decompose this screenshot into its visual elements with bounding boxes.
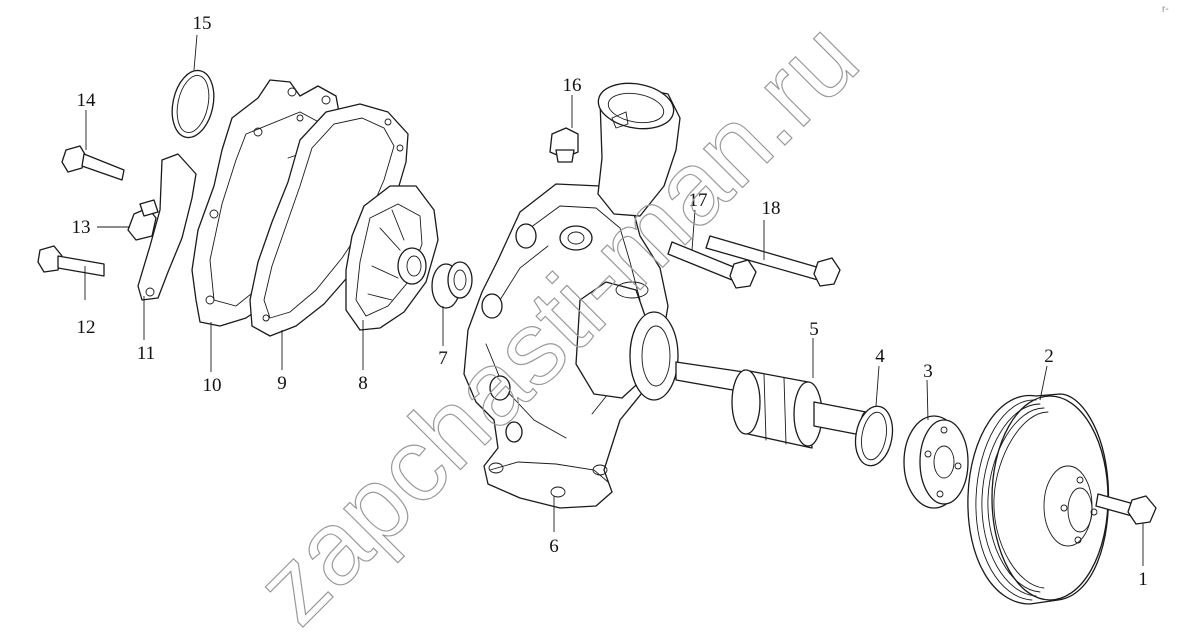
callout-9: 9	[277, 373, 287, 394]
bracket-11	[137, 153, 197, 301]
impeller-8	[345, 185, 439, 331]
callout-15: 15	[193, 13, 212, 34]
callout-17: 17	[689, 190, 708, 211]
bolt-18	[705, 235, 841, 287]
callout-12: 12	[77, 317, 96, 338]
seal-7	[431, 261, 473, 309]
shaft-bearing-5	[675, 361, 872, 449]
bolt-12	[37, 245, 105, 277]
callout-13: 13	[72, 217, 91, 238]
callout-10: 10	[203, 375, 222, 396]
callout-3: 3	[923, 361, 933, 382]
callout-18: 18	[762, 198, 781, 219]
leader-lines	[84, 34, 1144, 566]
bolt-14	[61, 145, 125, 181]
callout-6: 6	[549, 536, 559, 557]
callout-7: 7	[438, 348, 448, 369]
pulley-2	[967, 393, 1110, 605]
hub-flange-3	[903, 415, 969, 509]
gasket-9	[249, 103, 409, 337]
bolt-1	[1095, 493, 1157, 525]
o-ring-15	[171, 69, 215, 139]
pump-housing-6	[463, 82, 681, 509]
snap-ring-4	[854, 405, 894, 467]
callout-16: 16	[563, 75, 582, 96]
callout-2: 2	[1044, 346, 1054, 367]
plug-13	[127, 199, 159, 241]
bolt-17	[667, 241, 757, 289]
callout-11: 11	[137, 343, 155, 364]
callout-4: 4	[875, 346, 885, 367]
plug-16	[549, 127, 579, 163]
callout-1: 1	[1138, 569, 1148, 590]
corner-mark: r-	[1162, 4, 1169, 15]
callout-numbers: 1 2 3 4 5 6 7 8 9 10 11 12 13 14 15 16 1…	[72, 13, 1148, 590]
callout-14: 14	[77, 90, 97, 111]
callout-5: 5	[809, 319, 819, 340]
callout-8: 8	[358, 373, 368, 394]
